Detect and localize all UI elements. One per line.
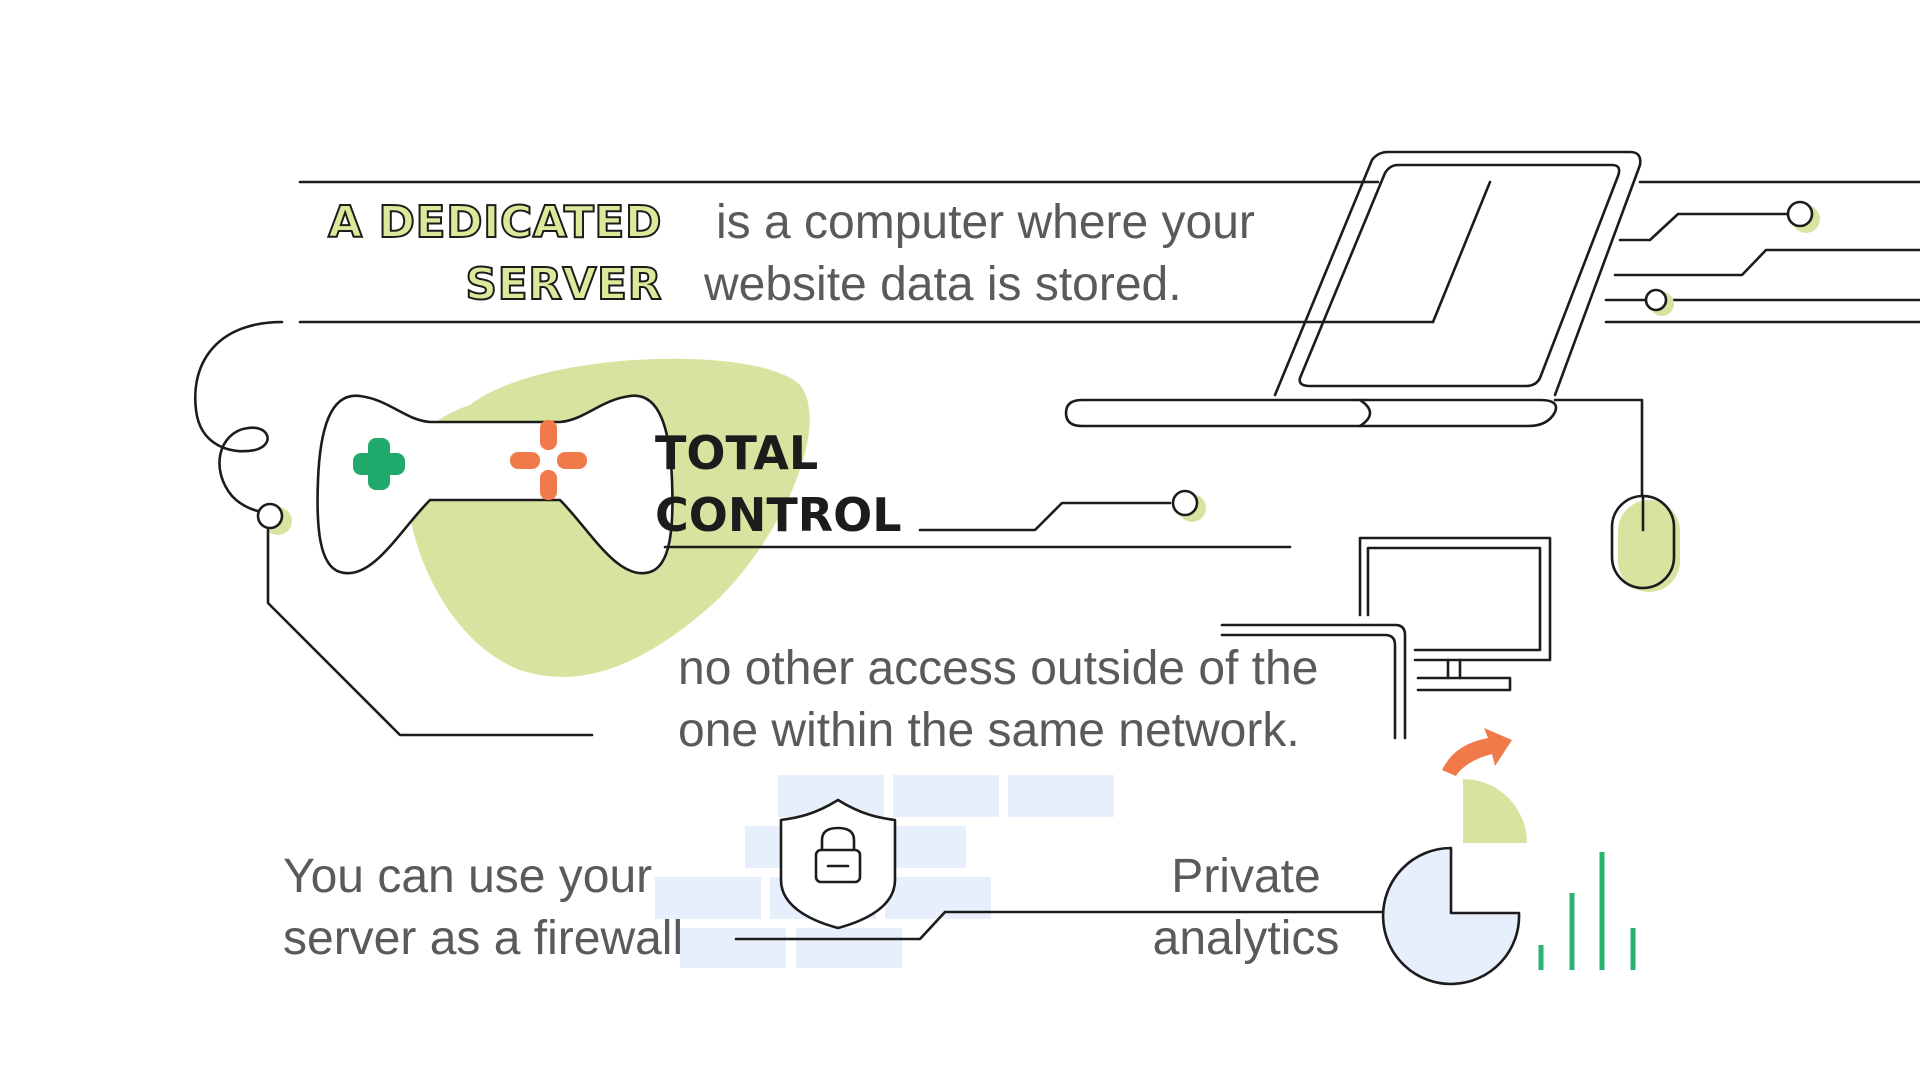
circuit-nodes xyxy=(1644,200,1820,316)
total-control-heading: TOTAL CONTROL xyxy=(655,422,902,546)
total-control-line1: TOTAL xyxy=(655,426,819,480)
total-control-line2: CONTROL xyxy=(655,488,902,542)
gamepad-icon xyxy=(316,394,674,575)
cable-to-network xyxy=(266,528,594,737)
circuit-traces xyxy=(1604,212,1920,324)
laptop-icon xyxy=(1064,150,1642,428)
analytics-text-line1: Private xyxy=(1171,850,1321,903)
analytics-text-line2: analytics xyxy=(1152,912,1340,965)
headline-emphasis-line2: SERVER xyxy=(464,258,662,311)
mouse-icon xyxy=(1553,398,1680,592)
network-text-line2: one within the same network. xyxy=(678,704,1300,757)
firewall-connector xyxy=(734,910,1390,941)
analytics-text: Private analytics xyxy=(1140,846,1352,970)
dpad-icon xyxy=(353,438,405,490)
action-buttons-icon xyxy=(510,420,587,500)
headline-emphasis-line1: A DEDICATED xyxy=(327,196,662,249)
pie-chart-icon xyxy=(1381,779,1527,986)
cable-node xyxy=(256,502,292,535)
monitor-icon xyxy=(1220,536,1552,740)
shield-lock-icon xyxy=(779,798,897,930)
network-text: no other access outside of the one withi… xyxy=(678,638,1318,762)
headline-text-line1: is a computer where your xyxy=(716,196,1255,249)
firewall-text-line2: server as a firewall xyxy=(283,912,684,965)
headline-emphasis: A DEDICATED SERVER xyxy=(300,192,662,316)
headline-text: is a computer where your website data is… xyxy=(704,192,1255,316)
header-slant-line xyxy=(1431,180,1492,324)
firewall-text-line1: You can use your xyxy=(283,850,653,903)
curved-arrow-icon xyxy=(1442,728,1512,776)
control-traces xyxy=(663,489,1292,549)
gamepad-cable xyxy=(193,320,284,516)
network-text-line1: no other access outside of the xyxy=(678,642,1319,695)
headline-text-line2: website data is stored. xyxy=(704,258,1182,311)
bar-chart-icon xyxy=(1538,852,1636,970)
firewall-text: You can use your server as a firewall xyxy=(283,846,683,970)
